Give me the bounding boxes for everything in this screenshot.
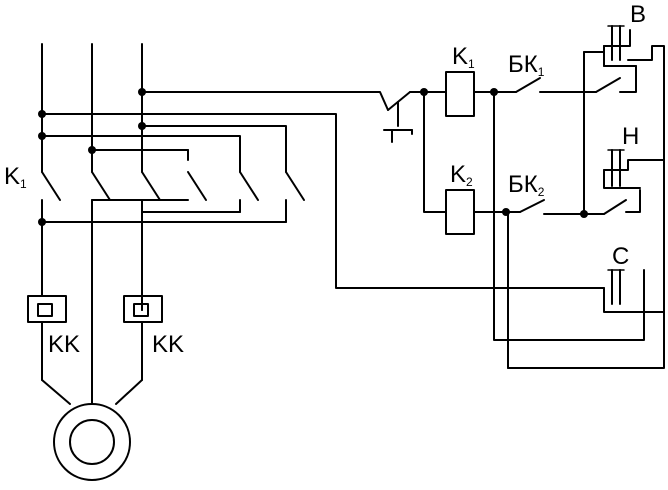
- label-k1-coil: K1: [452, 43, 475, 71]
- control-taps: [41, 91, 605, 289]
- push-button-b: [507, 25, 665, 369]
- push-button-h: [583, 45, 665, 213]
- label-bk2: БК2: [508, 171, 545, 199]
- coil-k2-branch: [423, 91, 641, 235]
- label-button-c: С: [612, 243, 629, 270]
- thermal-relay-kk-right: [115, 295, 163, 405]
- label-k1-main: K1: [4, 163, 27, 191]
- label-k2-coil: K2: [450, 161, 473, 189]
- supply-phase-lines: [41, 43, 143, 161]
- return-wires: [493, 91, 645, 369]
- stop-button: [383, 91, 425, 143]
- push-button-c: [603, 269, 665, 313]
- main-contacts-k1: [41, 159, 305, 405]
- power-junctions: [38, 88, 146, 226]
- label-bk1: БК1: [508, 51, 545, 79]
- control-junctions: [420, 88, 588, 218]
- label-button-h: Н: [622, 123, 639, 150]
- thermal-relay-kk-left: [27, 221, 71, 405]
- label-kk-right: KK: [152, 331, 184, 358]
- motor-symbol: [53, 403, 131, 481]
- reversing-cross-links: [41, 199, 287, 223]
- label-kk-left: KK: [48, 331, 80, 358]
- label-button-b: В: [630, 1, 646, 28]
